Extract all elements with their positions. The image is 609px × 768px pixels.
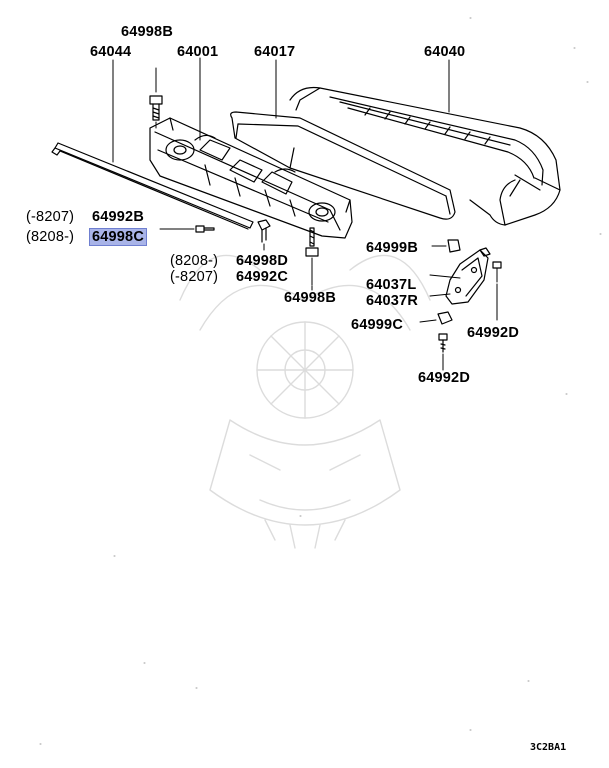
- label-64001: 64001: [177, 44, 219, 60]
- label-64037R: 64037R: [366, 293, 418, 309]
- absorber-64017: [230, 111, 456, 220]
- label-64998D: 64998D: [236, 253, 288, 269]
- watermark-emblem: [179, 254, 431, 549]
- label-64992D-right: 64992D: [467, 325, 519, 341]
- diagram-code: 3C2BA1: [530, 742, 567, 753]
- label-64998B-top: 64998B: [121, 24, 173, 40]
- label-64017: 64017: [254, 44, 296, 60]
- specks: [39, 17, 602, 745]
- weatherstrip-64044: [51, 142, 254, 230]
- bolt-64998B-top: [149, 67, 163, 129]
- side-bracket-64037: [429, 247, 491, 305]
- clip-64999C: [419, 311, 453, 325]
- bumper-cover-64040: [289, 86, 561, 226]
- label-64998B-bottom: 64998B: [284, 290, 336, 306]
- label-64999C: 64999C: [351, 317, 403, 333]
- label-64998C-highlighted[interactable]: 64998C: [89, 228, 147, 246]
- reinforcement-64001: [149, 117, 353, 239]
- highlight-64998C: 64998C: [89, 228, 147, 246]
- screw-64992D-right: [492, 261, 502, 321]
- label-range-8208-mid: (8208-): [170, 253, 219, 269]
- screw-64998C: [159, 225, 215, 233]
- label-64037L: 64037L: [366, 277, 417, 293]
- label-range-8208-left: (8208-): [26, 229, 75, 245]
- label-64992C: 64992C: [236, 269, 288, 285]
- clip-64999B: [431, 239, 461, 253]
- label-range-8207-mid: (-8207): [170, 269, 219, 285]
- label-64040: 64040: [424, 44, 466, 60]
- label-64999B: 64999B: [366, 240, 418, 256]
- bolt-64998B-bottom: [305, 227, 319, 286]
- label-64992B: 64992B: [92, 209, 144, 225]
- label-range-8207-left: (-8207): [26, 209, 75, 225]
- leader-lines: [112, 57, 450, 291]
- label-64992D-bottom: 64992D: [418, 370, 470, 386]
- nut-64998D: [257, 219, 271, 251]
- label-64044: 64044: [90, 44, 132, 60]
- screw-64992D-bottom: [438, 333, 448, 371]
